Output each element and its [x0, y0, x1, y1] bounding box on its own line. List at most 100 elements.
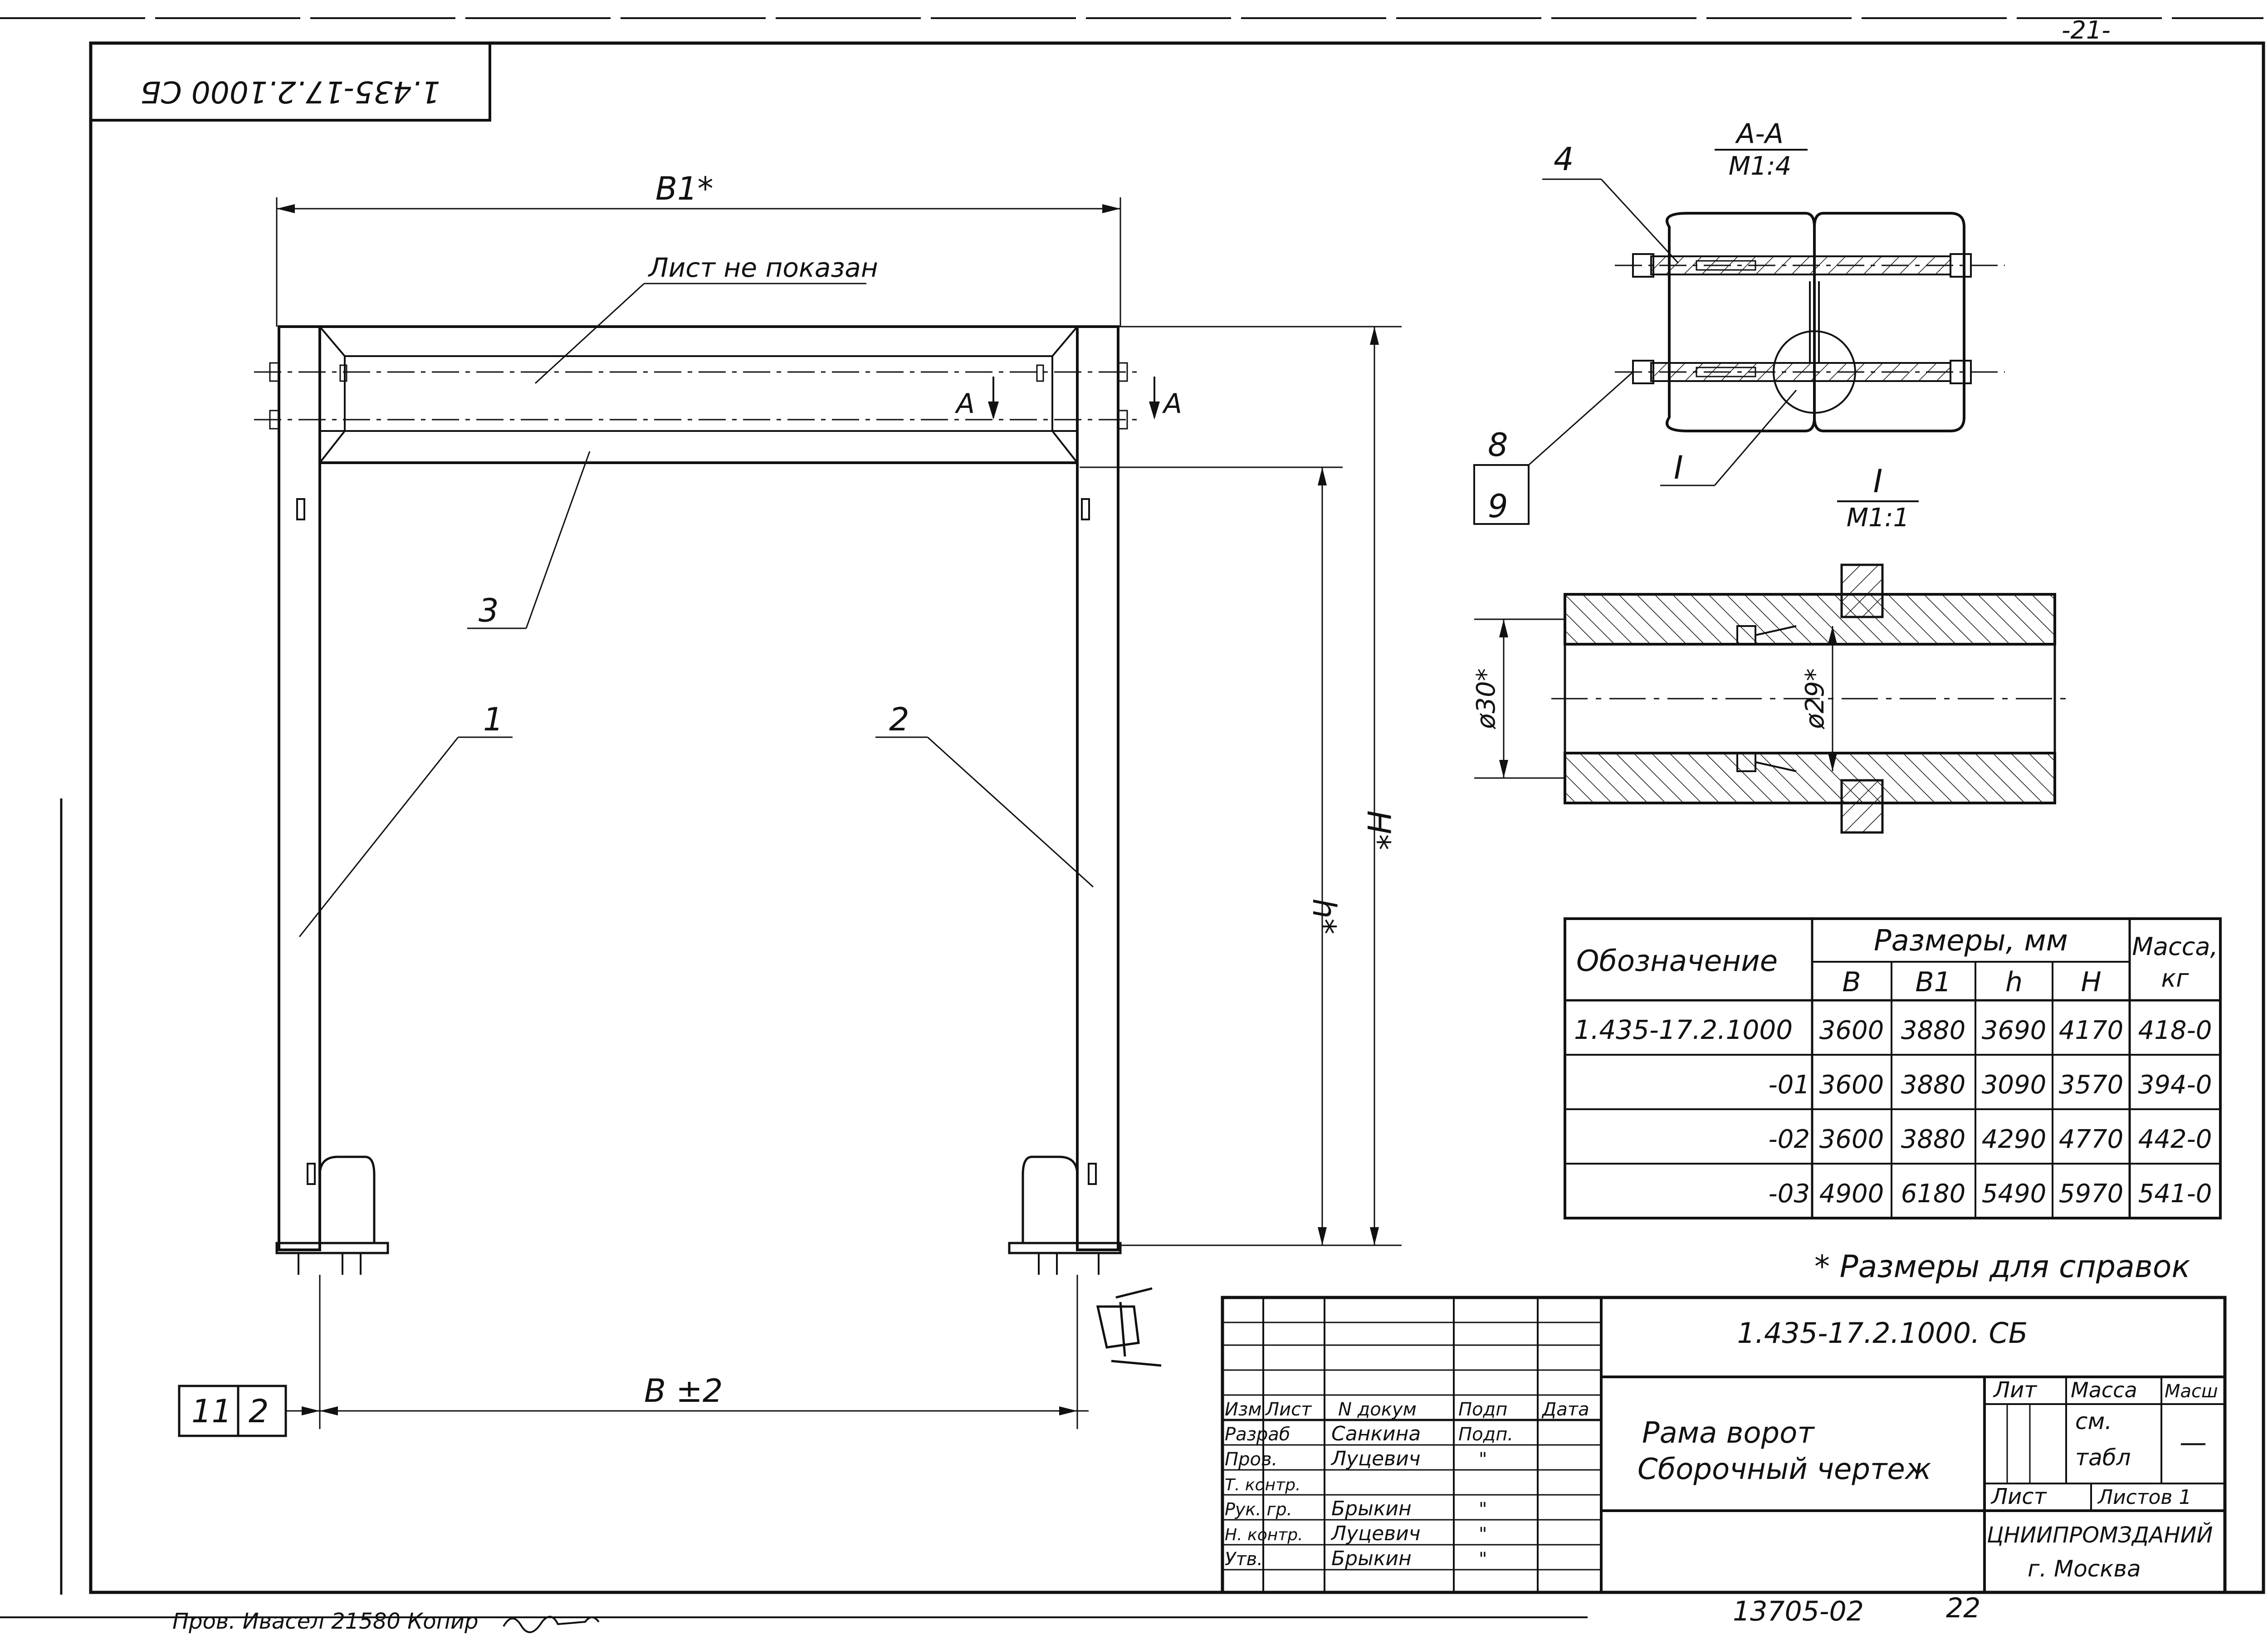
footer-number: 13705-02 [1733, 1596, 1864, 1627]
detail-i-callout: I [1674, 449, 1683, 486]
row-h: 5490 [1982, 1179, 2047, 1209]
row-hh: 4770 [2059, 1125, 2124, 1154]
row-hh: 5970 [2059, 1179, 2124, 1209]
col-list: Лист [1265, 1399, 1312, 1420]
row-h: 3690 [1982, 1016, 2047, 1045]
table-col-hh: H [2081, 966, 2101, 998]
section-mark-left: A [954, 388, 975, 420]
dimension-b [290, 1275, 1089, 1429]
left-base [275, 1155, 389, 1275]
leader-part-3 [467, 451, 591, 629]
role-sign: Подп. [1458, 1424, 1513, 1445]
role-sign: " [1479, 1524, 1487, 1545]
lit-label: Лит [1993, 1377, 2038, 1403]
scale-value: — [2180, 1427, 2207, 1459]
callout-9: 9 [1488, 488, 1508, 525]
dimension-h-big [1118, 326, 1402, 1246]
role-label: Рук. гр. [1225, 1499, 1292, 1519]
organization-city: г. Москва [2028, 1556, 2141, 1582]
role-sign: " [1479, 1449, 1487, 1470]
dimension-d30 [1474, 618, 1565, 779]
callout-8: 8 [1488, 426, 1508, 464]
row-designation: 1.435-17.2.1000 [1574, 1014, 1793, 1045]
row-h: 4290 [1982, 1125, 2047, 1154]
section-aa-title: А-А [1735, 118, 1784, 150]
title-line-1: Рама ворот [1642, 1416, 1815, 1450]
row-mass: 418-0 [2138, 1016, 2212, 1045]
row-b1: 3880 [1901, 1070, 1966, 1100]
row-designation: -02 [1769, 1125, 1810, 1154]
ref-box-format: 2 [249, 1393, 269, 1430]
table-head-designation: Обозначение [1576, 945, 1778, 978]
sheet-not-shown-note: Лист не показан [648, 252, 878, 283]
sheets-label: Листов 1 [2097, 1486, 2191, 1509]
dimension-b1 [276, 197, 1121, 327]
reference-box [178, 1385, 320, 1437]
section-aa-scale: М1:4 [1729, 152, 1791, 181]
row-b1: 6180 [1901, 1179, 1966, 1209]
section-arrow-right [1149, 377, 1160, 420]
table-row: 1.435-17.2.1000 3600 3880 3690 4170 418-… [1574, 1014, 2212, 1045]
row-designation: -01 [1769, 1070, 1810, 1100]
row-hh: 4170 [2059, 1016, 2124, 1045]
row-b: 3600 [1819, 1070, 1884, 1100]
title-block [1221, 1296, 2227, 1594]
dim-h-big-label: H* [1360, 810, 1397, 850]
row-mass: 394-0 [2138, 1070, 2212, 1100]
row-h: 3090 [1982, 1070, 2047, 1100]
bottom-note: Пров. Ивасел 21580 Копир [172, 1609, 479, 1634]
callout-2: 2 [889, 701, 909, 738]
callout-4: 4 [1554, 141, 1574, 178]
dim-b1-label: B1* [655, 170, 714, 207]
role-name: Луцевич [1330, 1447, 1421, 1470]
callout-3: 3 [479, 592, 499, 629]
table-head-mass: Масса, [2132, 932, 2218, 961]
role-sign: " [1479, 1549, 1487, 1570]
dim-b-label: B ±2 [644, 1372, 723, 1410]
dimension-h-small [1080, 466, 1343, 1245]
detail-i-view [1551, 563, 2068, 834]
dimensions-table [1564, 917, 2222, 1219]
rotated-stamp-text: 1.435-17.2.1000 СБ [141, 74, 440, 109]
dim-d30-label: ø30* [1471, 668, 1501, 729]
dimension-d29 [1828, 626, 1837, 771]
dim-h-small-label: h* [1305, 898, 1343, 934]
table-row: -03 4900 6180 5490 5970 541-0 [1769, 1179, 2212, 1209]
page-number: -21- [2062, 16, 2111, 44]
row-b: 3600 [1819, 1016, 1884, 1045]
mass-value-2: табл [2075, 1444, 2131, 1471]
row-mass: 442-0 [2138, 1125, 2212, 1154]
col-izm: Изм [1225, 1399, 1261, 1420]
detail-i-scale: М1:1 [1847, 503, 1909, 533]
row-mass: 541-0 [2138, 1179, 2212, 1209]
leader-part-4 [1542, 178, 1679, 264]
leader-detail-i [1660, 390, 1797, 486]
table-head-sizes: Размеры, мм [1874, 924, 2068, 958]
table-head-mass-unit: кг [2161, 964, 2190, 993]
row-designation: -03 [1769, 1179, 1810, 1209]
handwritten-mark [1096, 1287, 1162, 1367]
section-arrow-left [988, 377, 999, 420]
table-col-b1: B1 [1915, 966, 1951, 998]
leader-sheet-note [534, 283, 866, 384]
leader-part-8 [1473, 371, 1633, 525]
callout-1: 1 [483, 701, 503, 738]
doc-code: 1.435-17.2.1000. СБ [1737, 1317, 2028, 1350]
leader-part-2 [875, 736, 1094, 888]
role-sign: " [1479, 1499, 1487, 1520]
table-col-b: B [1842, 966, 1861, 998]
footer-format: 22 [1946, 1592, 1980, 1624]
section-mark-right: A [1162, 388, 1182, 420]
frame-elevation [254, 325, 1143, 1275]
col-ndoc: N докум [1338, 1399, 1417, 1420]
organization: ЦНИИПРОМЗДАНИЙ [1987, 1522, 2213, 1548]
row-b1: 3880 [1901, 1016, 1966, 1045]
role-label: Утв. [1225, 1549, 1263, 1570]
section-aa-view [1615, 212, 2005, 432]
role-label: Т. контр. [1225, 1476, 1300, 1494]
role-name: Санкина [1331, 1422, 1421, 1445]
col-podp: Подп [1458, 1399, 1507, 1420]
title-line-2: Сборочный чертеж [1637, 1453, 1931, 1486]
role-label: Н. контр. [1225, 1526, 1303, 1544]
